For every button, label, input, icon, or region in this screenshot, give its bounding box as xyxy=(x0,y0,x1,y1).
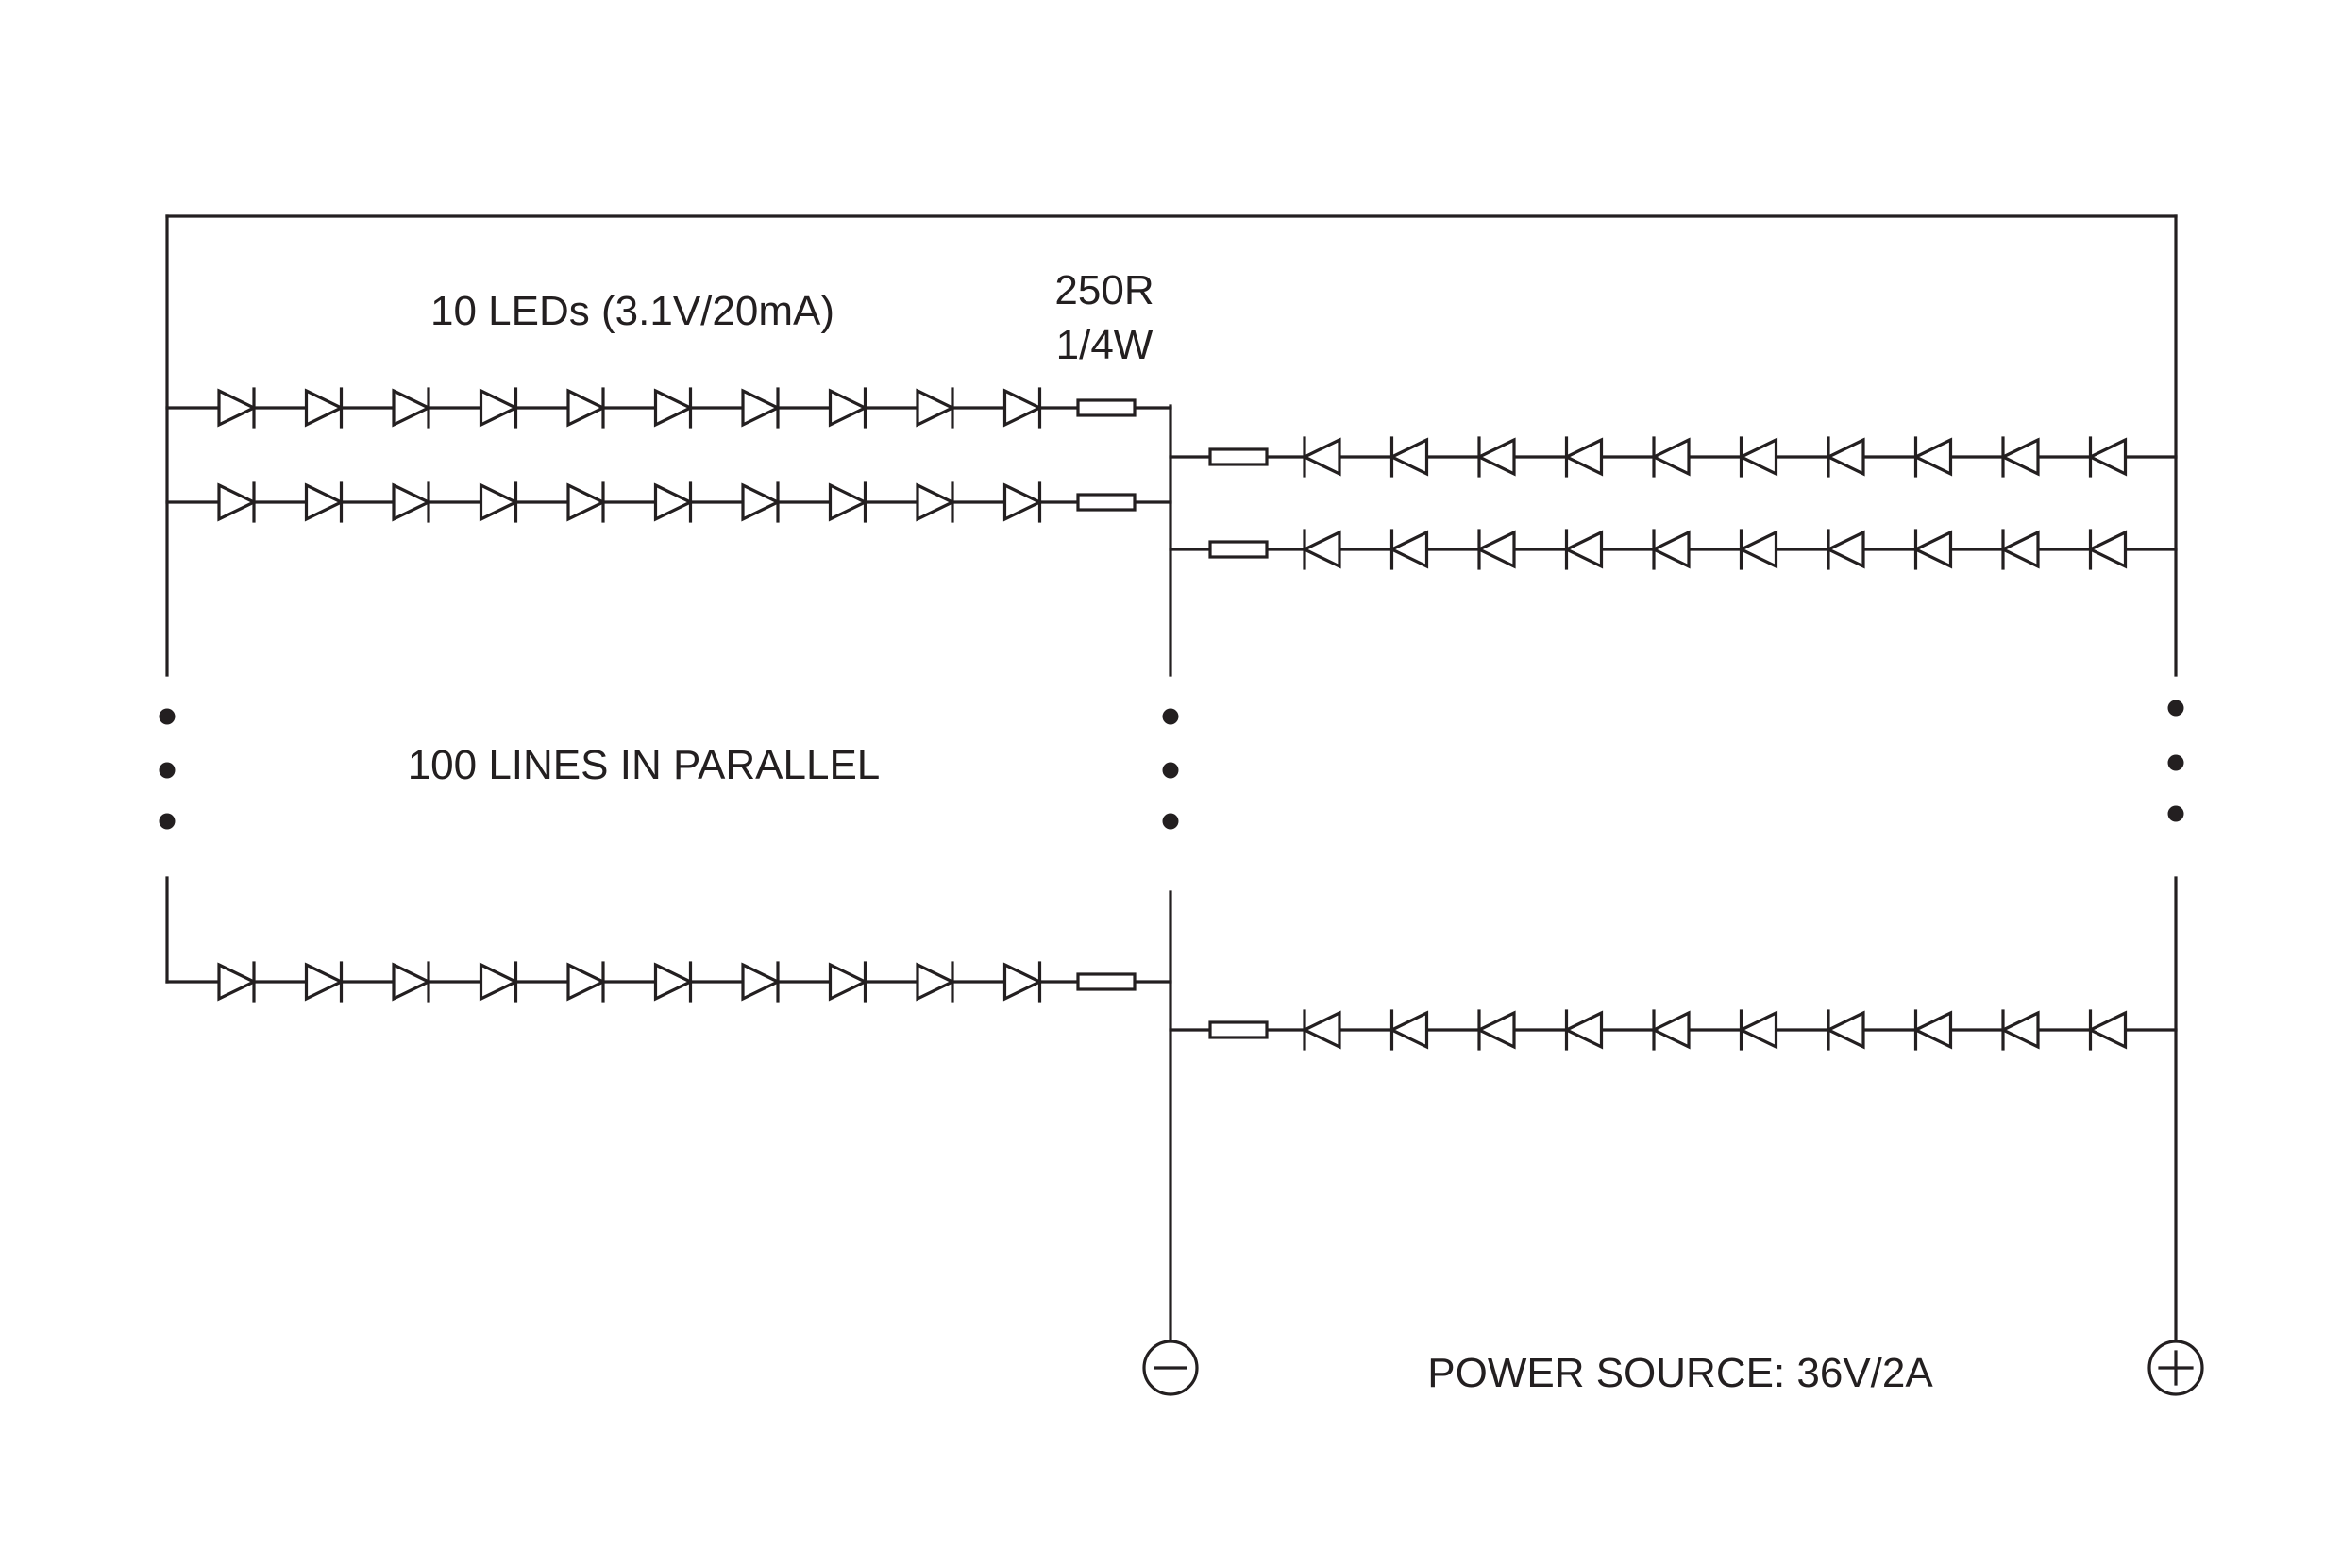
led-icon xyxy=(1388,1010,1429,1050)
led-icon xyxy=(653,388,695,428)
led-icon xyxy=(1737,1010,1778,1050)
led-icon xyxy=(1912,1010,1953,1050)
resistor-icon xyxy=(1208,1020,1269,1039)
led-strings xyxy=(165,387,2178,1051)
led-line-right-1 xyxy=(1169,436,2178,478)
led-icon xyxy=(304,482,345,522)
led-icon xyxy=(566,962,607,1002)
led-icon xyxy=(1475,530,1516,569)
led-icon xyxy=(2086,530,2128,569)
led-icon xyxy=(916,962,956,1002)
ellipsis-dot xyxy=(159,708,176,725)
resistor-icon xyxy=(1208,447,1269,466)
led-icon xyxy=(653,962,695,1002)
led-icon xyxy=(1737,437,1778,477)
led-icon xyxy=(828,962,869,1002)
led-icon xyxy=(2086,437,2128,477)
led-icon xyxy=(392,388,432,428)
led-icon xyxy=(566,482,607,522)
led-icon xyxy=(1475,437,1516,477)
led-icon xyxy=(1002,962,1044,1002)
led-line-left-1 xyxy=(165,387,1172,429)
led-icon xyxy=(1301,437,1341,477)
led-icon xyxy=(1999,530,2040,569)
led-icon xyxy=(828,388,869,428)
led-icon xyxy=(1825,1010,1865,1050)
led-line-left-3 xyxy=(165,961,1172,1003)
led-icon xyxy=(1301,1010,1341,1050)
led-string-label: 10 LEDs (3.1V/20mA) xyxy=(430,288,834,334)
power-source-label: POWER SOURCE: 36V/2A xyxy=(1427,1350,1933,1396)
led-icon xyxy=(479,482,520,522)
ellipsis-dot xyxy=(2167,805,2184,822)
resistor-power-label: 1/4W xyxy=(1056,322,1154,368)
led-icon xyxy=(1999,1010,2040,1050)
led-icon xyxy=(916,388,956,428)
resistor-icon xyxy=(1076,398,1137,417)
led-line-right-2 xyxy=(1169,529,2178,570)
led-icon xyxy=(653,482,695,522)
led-icon xyxy=(1912,530,1953,569)
led-icon xyxy=(1650,530,1691,569)
led-icon xyxy=(1562,437,1604,477)
led-icon xyxy=(1999,437,2040,477)
led-icon xyxy=(1388,437,1429,477)
led-icon xyxy=(304,388,345,428)
led-icon xyxy=(217,962,258,1002)
ellipsis-dot xyxy=(1162,762,1179,779)
ellipsis-dot xyxy=(159,762,176,779)
led-icon xyxy=(741,388,782,428)
led-icon xyxy=(1650,1010,1691,1050)
led-icon xyxy=(916,482,956,522)
led-icon xyxy=(392,962,432,1002)
led-icon xyxy=(828,482,869,522)
led-icon xyxy=(1562,1010,1604,1050)
led-icon xyxy=(1301,530,1341,569)
resistor-icon xyxy=(1076,493,1137,512)
led-icon xyxy=(566,388,607,428)
negative-terminal xyxy=(1142,1340,1199,1396)
led-icon xyxy=(1562,530,1604,569)
led-icon xyxy=(1825,530,1865,569)
led-icon xyxy=(217,482,258,522)
parallel-note-label: 100 LINES IN PARALLEL xyxy=(408,742,881,788)
led-icon xyxy=(1002,388,1044,428)
led-icon xyxy=(1002,482,1044,522)
led-icon xyxy=(479,388,520,428)
led-icon xyxy=(1388,530,1429,569)
led-icon xyxy=(304,962,345,1002)
ellipsis-dot xyxy=(159,813,176,830)
led-line-right-3 xyxy=(1169,1009,2178,1051)
led-icon xyxy=(741,962,782,1002)
led-icon xyxy=(479,962,520,1002)
led-line-left-2 xyxy=(165,481,1172,523)
bus-wires xyxy=(165,214,2178,1347)
led-icon xyxy=(1650,437,1691,477)
plus-sign xyxy=(2158,1350,2194,1386)
led-icon xyxy=(217,388,258,428)
positive-terminal xyxy=(2147,1340,2204,1396)
continuation-dots xyxy=(159,700,2184,830)
led-icon xyxy=(1475,1010,1516,1050)
led-icon xyxy=(1912,437,1953,477)
ellipsis-dot xyxy=(2167,700,2184,717)
resistor-icon xyxy=(1208,540,1269,559)
ellipsis-dot xyxy=(1162,813,1179,830)
led-icon xyxy=(2086,1010,2128,1050)
led-icon xyxy=(392,482,432,522)
ellipsis-dot xyxy=(2167,754,2184,771)
led-icon xyxy=(1825,437,1865,477)
resistor-icon xyxy=(1076,972,1137,991)
led-icon xyxy=(741,482,782,522)
ellipsis-dot xyxy=(1162,708,1179,725)
led-icon xyxy=(1737,530,1778,569)
resistor-value-label: 250R xyxy=(1054,267,1154,313)
